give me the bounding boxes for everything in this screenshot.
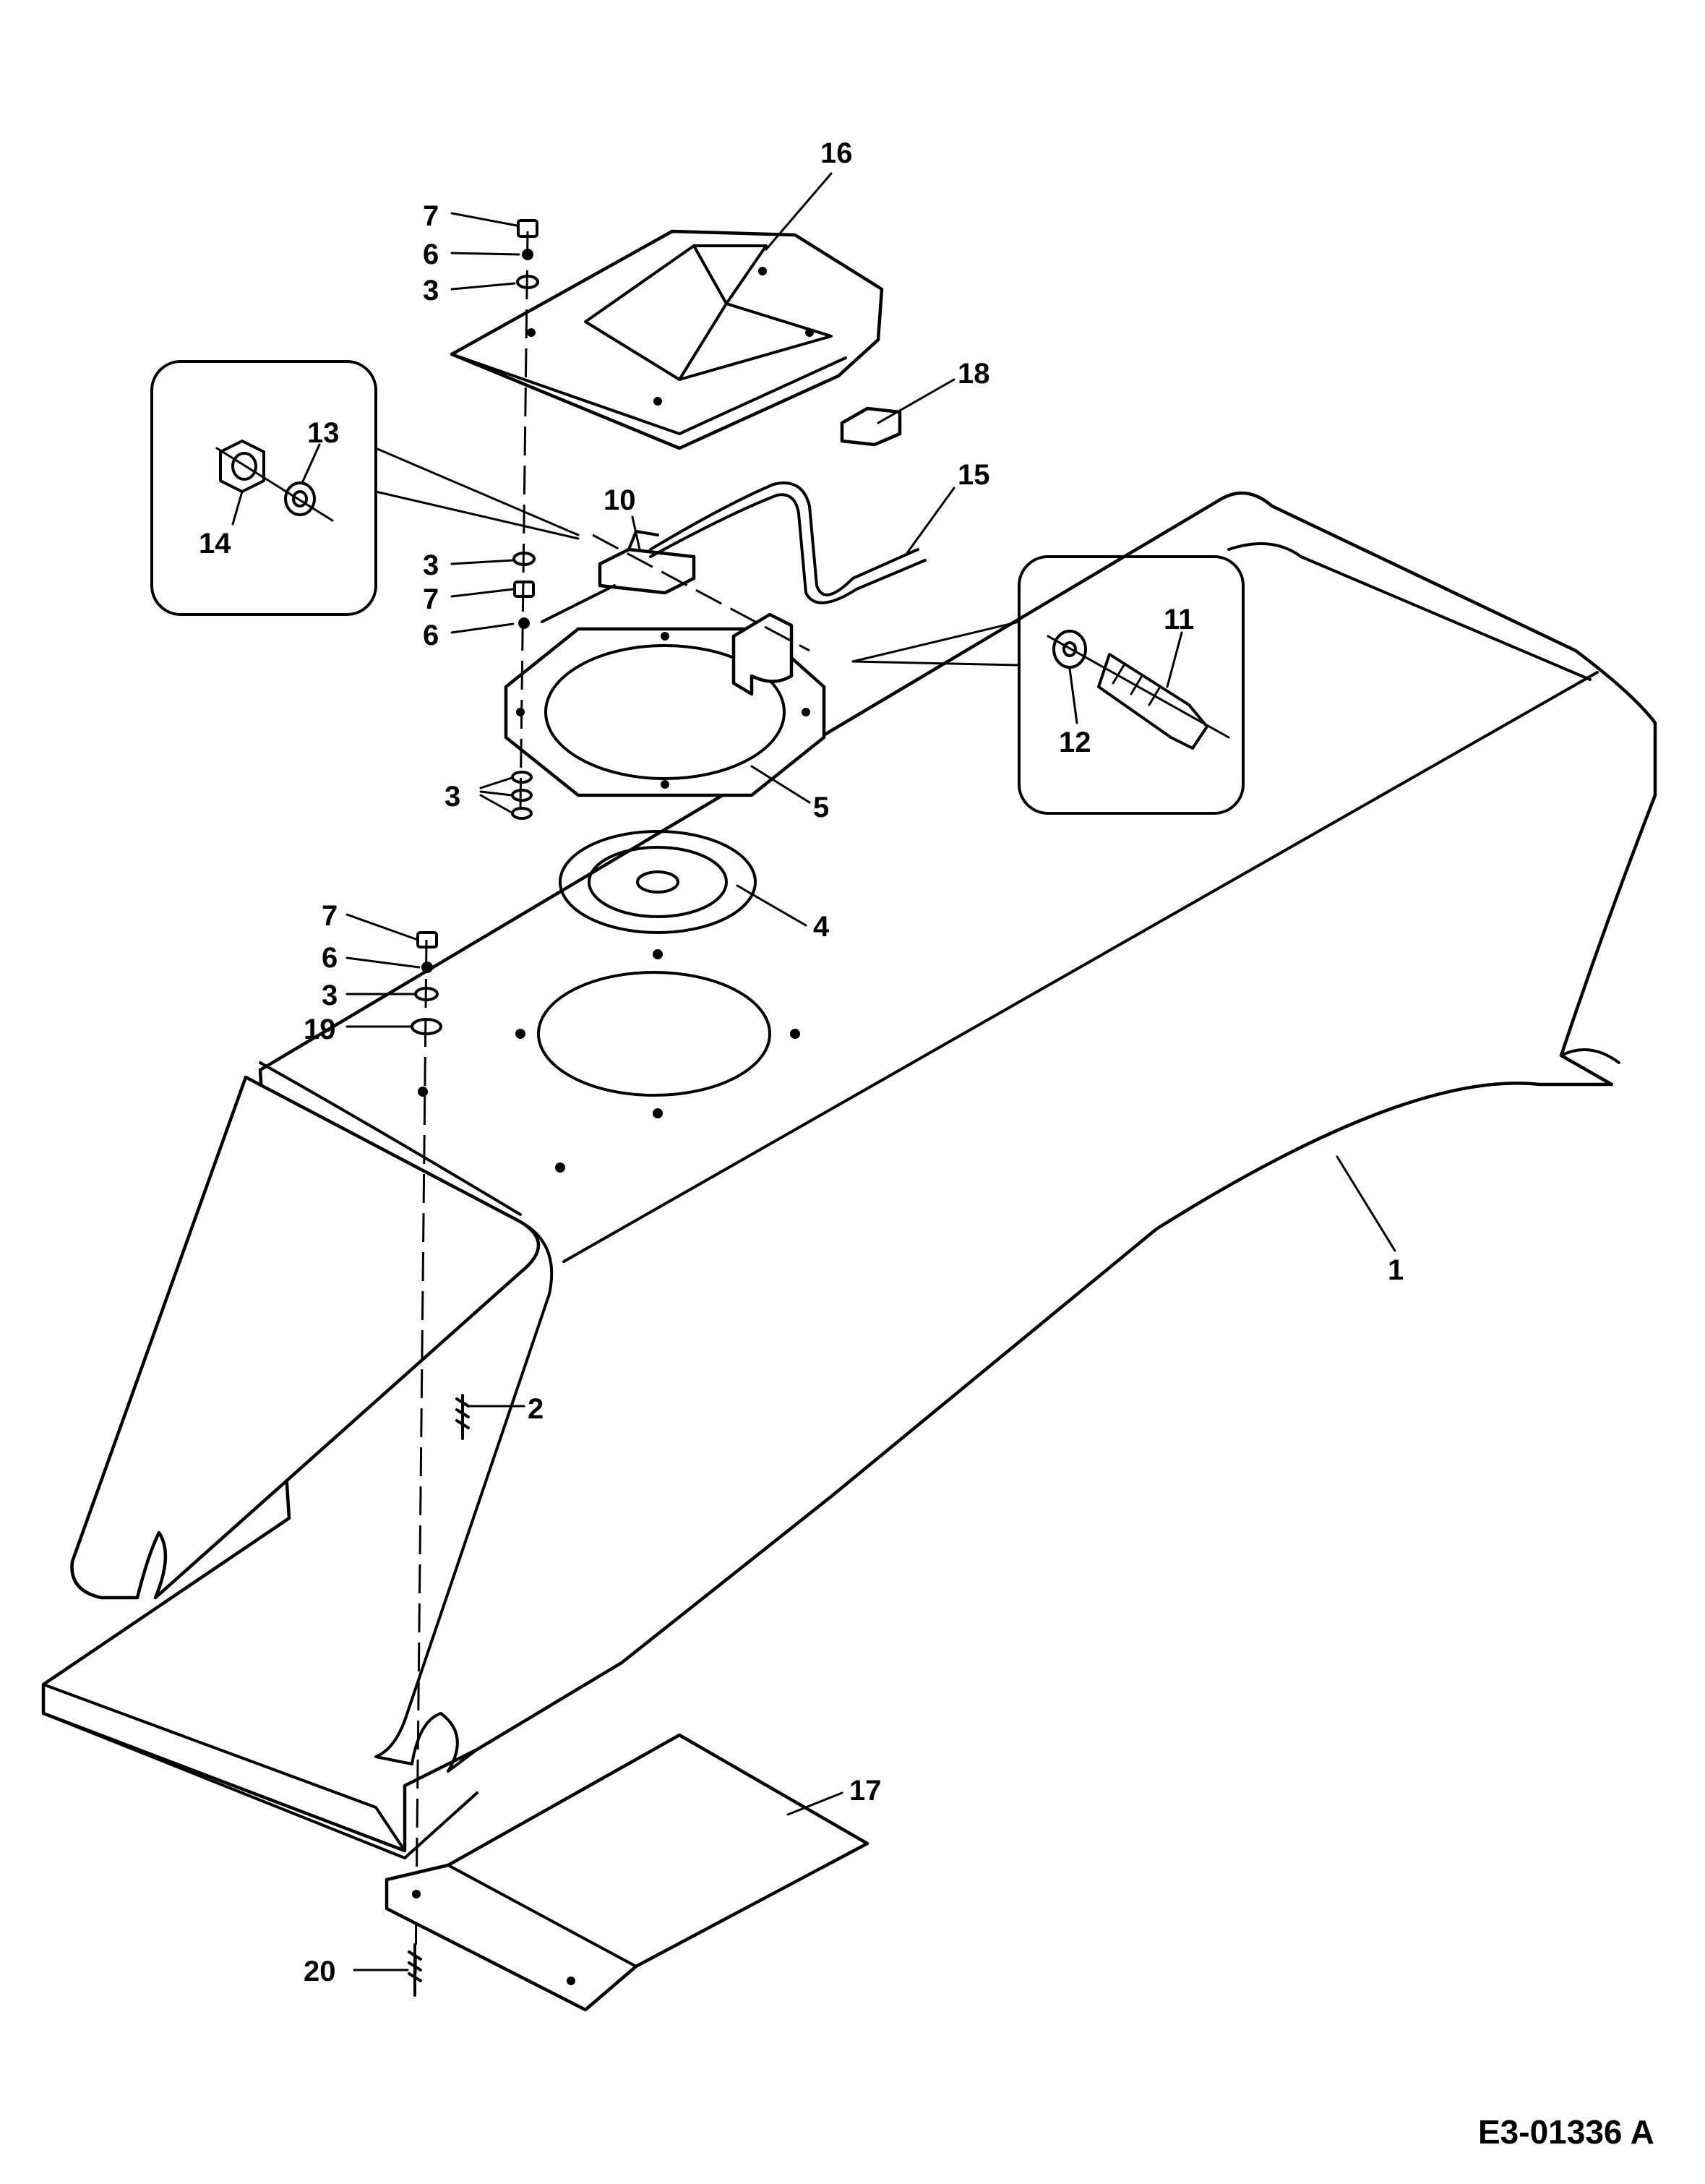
axis-line-switch: [592, 534, 810, 652]
callout-13: 13: [307, 417, 340, 449]
mounting-plate: [504, 612, 826, 797]
callout-6-top: 6: [423, 239, 439, 270]
callout-11: 11: [1164, 604, 1194, 635]
callout-7-low: 7: [322, 900, 338, 932]
hardware-stack-top: [516, 219, 539, 289]
callout-6-low: 6: [322, 942, 338, 974]
callout-3-stack: 3: [444, 781, 460, 813]
callout-labels: 16 7 6 3 18 13 14 10 15 3 7 6 11 12 3 5 …: [199, 137, 1404, 1987]
callout-14: 14: [199, 528, 231, 560]
pad: [840, 406, 902, 447]
chassis-body: [41, 491, 1657, 1859]
drawing-code: E3-01336 A: [1478, 2113, 1654, 2151]
callout-18: 18: [958, 358, 990, 390]
callout-15: 15: [958, 459, 990, 491]
bolt-2: [455, 1394, 470, 1440]
callout-3-mid: 3: [423, 549, 439, 581]
detail-inset-nut: [150, 360, 580, 616]
axis-line-left: [519, 231, 529, 810]
bolt-20: [408, 1943, 422, 1997]
hardware-stack-lower: [411, 931, 442, 1035]
callout-3-top: 3: [423, 275, 439, 307]
callout-6-mid: 6: [423, 620, 439, 651]
callout-10: 10: [604, 484, 636, 516]
axis-line-lower: [414, 939, 428, 1974]
callout-17: 17: [849, 1775, 882, 1807]
hardware-stack-mid: [512, 552, 536, 629]
callout-20: 20: [304, 1956, 336, 1987]
gasket-disc: [559, 830, 757, 934]
callout-4: 4: [813, 911, 830, 943]
callout-1: 1: [1388, 1254, 1404, 1286]
leader-lines: [231, 172, 1396, 1971]
seat-cover: [450, 229, 884, 450]
seat-switch: [541, 481, 927, 623]
footrest-plate: [385, 1733, 869, 2012]
detail-inset-bolt: [851, 555, 1245, 815]
callout-19: 19: [304, 1014, 336, 1045]
callout-7-top: 7: [423, 200, 439, 232]
callout-7-mid: 7: [423, 583, 439, 615]
callout-3-low: 3: [322, 980, 338, 1011]
callout-12: 12: [1059, 727, 1091, 758]
callout-2: 2: [528, 1393, 544, 1425]
callout-16: 16: [820, 137, 853, 169]
callout-5: 5: [813, 792, 829, 823]
